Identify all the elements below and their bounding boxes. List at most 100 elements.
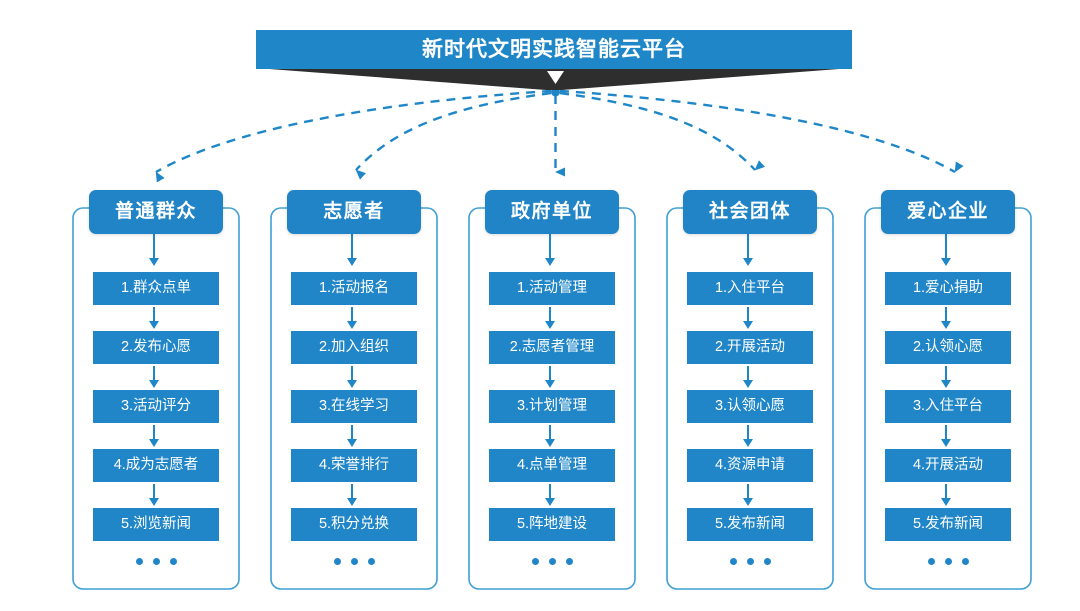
column-header-social-group[interactable]: 社会团体 [683,190,817,234]
step-connector [153,484,155,500]
header-to-item-connector [549,234,551,260]
more-items-ellipsis[interactable] [468,552,636,570]
menu-item-label: 3.计划管理 [516,398,588,414]
menu-item[interactable]: 1.爱心捐助 [885,272,1011,305]
step-connector [549,484,551,500]
dot-icon [152,558,160,565]
menu-item[interactable]: 4.成为志愿者 [93,449,219,482]
menu-item[interactable]: 5.发布新闻 [687,508,813,541]
dot-icon [729,558,737,565]
dot-icon [927,558,935,565]
column-frame [72,207,240,590]
menu-item-label: 3.活动评分 [120,398,192,414]
arrow-down-icon [941,439,951,447]
menu-item[interactable]: 2.开展活动 [687,331,813,364]
arrow-down-icon [941,258,951,266]
header-to-item-connector [153,234,155,260]
more-items-ellipsis[interactable] [666,552,834,570]
arrow-down-icon [743,258,753,266]
column-social-group: 社会团体 1.入住平台 2.开展活动 3.认领心愿 4.资源申请 5.发布新闻 [666,190,834,590]
step-connector [549,366,551,382]
menu-item-label: 4.资源申请 [714,457,786,473]
chevron-down-icon [547,71,564,84]
menu-item-label: 1.入住平台 [714,280,786,296]
menu-item[interactable]: 2.加入组织 [291,331,417,364]
column-header-caring-enterprise[interactable]: 爱心企业 [881,190,1015,234]
menu-item[interactable]: 3.入住平台 [885,390,1011,423]
platform-title-banner: 新时代文明实践智能云平台 [256,30,852,69]
arrow-down-icon [347,439,357,447]
step-connector [351,366,353,382]
menu-item[interactable]: 3.在线学习 [291,390,417,423]
header-to-item-connector [747,234,749,260]
dot-icon [367,558,375,565]
dot-icon [135,558,143,565]
menu-item[interactable]: 2.发布心愿 [93,331,219,364]
column-header-label: 社会团体 [708,201,791,222]
arrow-down-icon [743,321,753,329]
menu-item[interactable]: 1.入住平台 [687,272,813,305]
menu-item-label: 2.志愿者管理 [509,339,595,355]
menu-item[interactable]: 2.志愿者管理 [489,331,615,364]
menu-item[interactable]: 2.认领心愿 [885,331,1011,364]
menu-item-label: 2.加入组织 [318,339,390,355]
arrow-down-icon [743,380,753,388]
menu-item[interactable]: 4.开展活动 [885,449,1011,482]
arrow-down-icon [941,321,951,329]
arrow-down-icon [743,498,753,506]
menu-item[interactable]: 4.荣誉排行 [291,449,417,482]
step-connector [153,366,155,382]
menu-item[interactable]: 4.点单管理 [489,449,615,482]
menu-item-label: 5.浏览新闻 [120,516,192,532]
menu-item-label: 5.阵地建设 [516,516,588,532]
step-connector [945,366,947,382]
menu-item-label: 5.发布新闻 [714,516,786,532]
menu-item-label: 4.荣誉排行 [318,457,390,473]
arrow-down-icon [149,258,159,266]
more-items-ellipsis[interactable] [72,552,240,570]
arrow-down-icon [743,439,753,447]
column-header-label: 普通群众 [114,201,197,222]
column-header-general-public[interactable]: 普通群众 [89,190,223,234]
menu-item[interactable]: 1.群众点单 [93,272,219,305]
menu-item-label: 5.发布新闻 [912,516,984,532]
step-connector [945,307,947,323]
dot-icon [350,558,358,565]
menu-item[interactable]: 5.发布新闻 [885,508,1011,541]
arrow-down-icon [149,439,159,447]
menu-item[interactable]: 3.认领心愿 [687,390,813,423]
column-frame [864,207,1032,590]
menu-item[interactable]: 4.资源申请 [687,449,813,482]
menu-item-label: 1.爱心捐助 [912,280,984,296]
page-title: 新时代文明实践智能云平台 [422,38,686,61]
column-body: 1.活动管理 2.志愿者管理 3.计划管理 4.点单管理 5.阵地建设 [468,207,636,590]
menu-item[interactable]: 1.活动管理 [489,272,615,305]
column-header-label: 志愿者 [323,201,385,222]
arrow-down-icon [941,498,951,506]
menu-item[interactable]: 1.活动报名 [291,272,417,305]
arrow-down-icon [545,498,555,506]
header-to-item-connector [351,234,353,260]
menu-item[interactable]: 3.活动评分 [93,390,219,423]
connector-to-general-public [155,89,552,183]
more-items-ellipsis[interactable] [270,552,438,570]
column-header-label: 政府单位 [510,201,593,222]
step-connector [747,307,749,323]
step-connector [351,307,353,323]
arrow-down-icon [149,498,159,506]
column-header-government-unit[interactable]: 政府单位 [485,190,619,234]
menu-item[interactable]: 5.浏览新闻 [93,508,219,541]
column-header-volunteer[interactable]: 志愿者 [287,190,421,234]
column-frame [666,207,834,590]
menu-item[interactable]: 5.积分兑换 [291,508,417,541]
menu-item[interactable]: 3.计划管理 [489,390,615,423]
step-connector [549,307,551,323]
more-items-ellipsis[interactable] [864,552,1032,570]
step-connector [747,484,749,500]
arrow-down-icon [347,498,357,506]
menu-item[interactable]: 5.阵地建设 [489,508,615,541]
step-connector [747,366,749,382]
dot-icon [944,558,952,565]
